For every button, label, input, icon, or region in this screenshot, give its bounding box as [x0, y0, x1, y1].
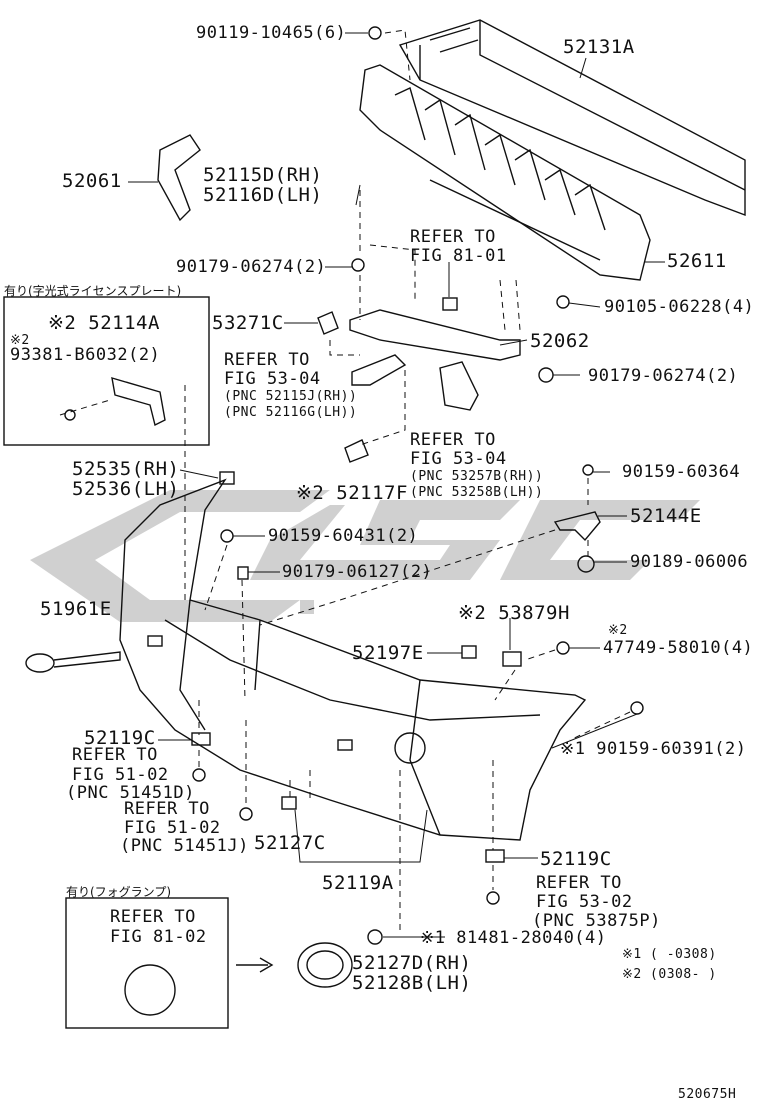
label-52061: 52061 — [62, 170, 122, 192]
label-52536: 52536(LH) — [72, 478, 180, 500]
label-52119c-b: 52119C — [540, 848, 612, 870]
label-refer-53-04-a3: (PNC 52115J(RH)) — [224, 389, 358, 404]
label-52119a: 52119A — [322, 872, 394, 894]
label-52611: 52611 — [667, 250, 727, 272]
label-52197e: 52197E — [352, 642, 424, 664]
bumper-cover — [119, 478, 587, 841]
drawing-code: 520675H — [678, 1087, 737, 1102]
label-refer-53-04-a2: FIG 53-04 — [224, 369, 321, 389]
label-52127c: 52127C — [254, 832, 326, 854]
energy-absorber — [359, 64, 651, 281]
label-90105-06228: 90105-06228(4) — [604, 297, 755, 317]
bracket-52061 — [157, 134, 201, 222]
label-refer-53-04-a1: REFER TO — [224, 350, 310, 370]
label-52116d: 52116D(LH) — [203, 184, 323, 206]
label-90179-06274-a: 90179-06274(2) — [176, 257, 327, 277]
label-refer-53-02-3: (PNC 53875P) — [532, 911, 661, 931]
label-52115d: 52115D(RH) — [203, 164, 323, 186]
label-refer-81-02-2: FIG 81-02 — [110, 927, 207, 947]
label-refer-81-01-a: REFER TO — [410, 227, 496, 247]
label-refer-81-01-b: FIG 81-01 — [410, 246, 507, 266]
label-52117f: ※2 52117F — [296, 482, 408, 504]
label-refer-53-04-a4: (PNC 52116G(LH)) — [224, 405, 358, 420]
label-52131a: 52131A — [563, 36, 635, 58]
label-81481-28040: ※1 81481-28040(4) — [420, 928, 607, 948]
label-93381-note: ※2 — [10, 333, 30, 348]
label-52535: 52535(RH) — [72, 458, 180, 480]
label-refer-51-02-b1: REFER TO — [124, 799, 210, 819]
inset-license-title: 有り(字光式ライセンスプレート) — [4, 284, 182, 298]
label-47749-58010: 47749-58010(4) — [603, 638, 754, 658]
label-refer-51-02-a1: REFER TO — [72, 745, 158, 765]
inset-fog-title: 有り(フォグランプ) — [66, 885, 172, 899]
label-90159-60431: 90159-60431(2) — [268, 526, 419, 546]
label-52114a: ※2 52114A — [48, 312, 160, 334]
note-1: ※1 ( -0308) — [622, 947, 717, 962]
label-refer-53-04-b3: (PNC 53257B(RH)) — [410, 469, 544, 484]
label-52127d: 52127D(RH) — [352, 952, 472, 974]
label-90159-60364: 90159-60364 — [622, 462, 741, 482]
label-refer-81-02-1: REFER TO — [110, 907, 196, 927]
label-refer-51-02-b3: (PNC 51451J) — [120, 836, 249, 856]
note-2: ※2 (0308- ) — [622, 967, 717, 982]
label-refer-51-02-b2: FIG 51-02 — [124, 818, 221, 838]
label-93381-b6032: 93381-B6032(2) — [10, 345, 161, 365]
label-90159-60391: ※1 90159-60391(2) — [560, 739, 747, 759]
label-53271c: 53271C — [212, 312, 284, 334]
label-53879h: ※2 53879H — [458, 602, 570, 624]
label-refer-53-04-b1: REFER TO — [410, 430, 496, 450]
label-52119c-a: 52119C — [84, 727, 156, 749]
label-refer-53-02-1: REFER TO — [536, 873, 622, 893]
label-refer-53-02-2: FIG 53-02 — [536, 892, 633, 912]
label-90119-10465: 90119-10465(6) — [196, 23, 347, 43]
label-51961e: 51961E — [40, 598, 112, 620]
label-90189-06006: 90189-06006 — [630, 552, 749, 572]
label-90179-06127: 90179-06127(2) — [282, 562, 433, 582]
retainer-52062 — [349, 309, 521, 361]
label-52128b: 52128B(LH) — [352, 972, 472, 994]
label-52144e: 52144E — [630, 505, 702, 527]
label-refer-51-02-a3: (PNC 51451D) — [66, 783, 195, 803]
label-refer-51-02-a2: FIG 51-02 — [72, 765, 169, 785]
label-90179-06274-b: 90179-06274(2) — [588, 366, 739, 386]
label-refer-53-04-b4: (PNC 53258B(LH)) — [410, 485, 544, 500]
label-refer-53-04-b2: FIG 53-04 — [410, 449, 507, 469]
label-47749-note: ※2 — [608, 623, 628, 638]
label-52062: 52062 — [530, 330, 590, 352]
